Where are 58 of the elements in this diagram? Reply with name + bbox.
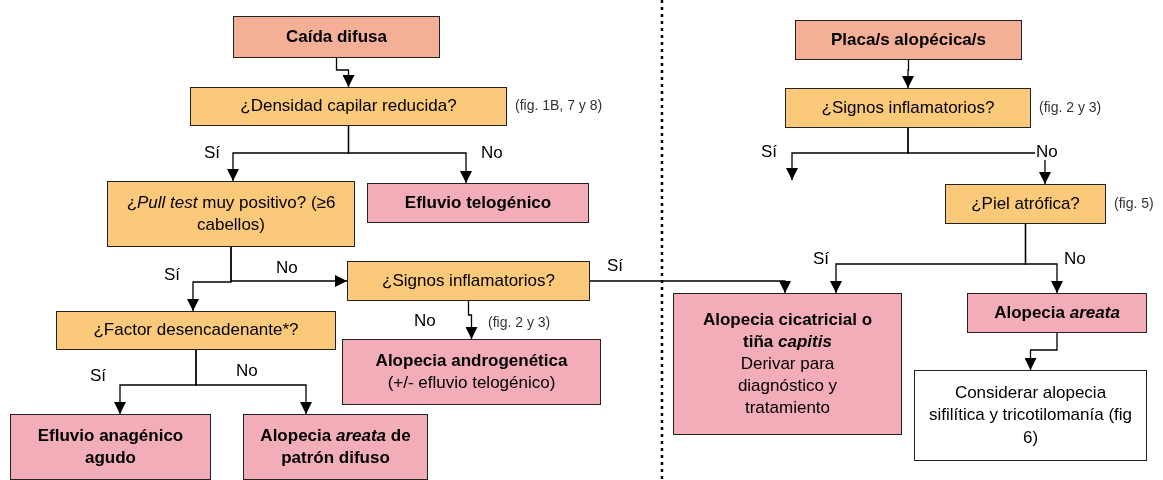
- box-title: Efluvio telogénico: [404, 191, 552, 214]
- box-title: Placa/s alopécica/s: [831, 28, 986, 51]
- box-title: ¿Signos inflamatorios?: [821, 96, 995, 119]
- box-title: ¿Densidad capilar reducida?: [240, 95, 457, 118]
- decision-box: [190, 87, 507, 126]
- box-title: Efluvio anagénico agudo: [36, 424, 185, 469]
- note-box: [914, 370, 1147, 461]
- figure-reference: (fig. 2 y 3): [488, 313, 551, 332]
- outcome-box: [673, 293, 902, 435]
- box-title: ¿Signos inflamatorios?: [382, 269, 555, 292]
- arrow: [230, 246, 348, 287]
- start-box: [233, 16, 440, 58]
- edge-label: No: [235, 362, 259, 379]
- box-title: Considerar alopecia sifilítica y tricotilomanía (fig 6): [927, 382, 1134, 449]
- figure-reference: (fig. 1B, 7 y 8): [515, 96, 603, 115]
- outcome-box: [342, 339, 601, 405]
- figure-reference: (fig. 5): [1114, 194, 1154, 213]
- outcome-box: [243, 414, 428, 480]
- box-title: Alopecia cicatricial o tiña capitis: [701, 308, 874, 353]
- start-box: [795, 20, 1022, 60]
- box-title: Alopecia androgenética: [375, 349, 568, 372]
- arrow: [1024, 223, 1063, 294]
- arrow: [907, 127, 1051, 185]
- box-title: ¿Factor desencadenante*?: [93, 319, 299, 342]
- decision-box: [785, 88, 1031, 128]
- arrow: [589, 280, 791, 294]
- box-title: ¿Pull test muy positivo? (≥6 cabellos): [125, 191, 337, 236]
- edge-label: Sí: [812, 250, 831, 267]
- box-text: (+/- efluvio telogénico): [387, 372, 556, 394]
- box-text: Derivar para diagnóstico y tratamiento: [736, 352, 839, 420]
- edge-label: Sí: [163, 266, 182, 283]
- arrow: [347, 125, 472, 184]
- decision-box: [945, 184, 1106, 224]
- outcome-box: [967, 293, 1147, 333]
- box-title: Alopecia areata: [994, 301, 1120, 324]
- figure-reference: (fig. 2 y 3): [1039, 98, 1102, 117]
- edge-label: No: [480, 144, 504, 161]
- decision-box: [107, 181, 355, 247]
- arrow: [335, 57, 355, 88]
- edge-label: Sí: [760, 143, 779, 160]
- arrow: [902, 59, 914, 89]
- edge-label: No: [1063, 250, 1087, 267]
- outcome-box: [10, 414, 211, 480]
- edge-label: No: [1035, 143, 1059, 160]
- box-title: Caída difusa: [285, 25, 388, 48]
- edge-label: No: [275, 259, 299, 276]
- outcome-box: [367, 183, 589, 223]
- edge-label: Sí: [203, 144, 222, 161]
- arrow: [195, 349, 312, 415]
- decision-box: [347, 261, 590, 301]
- box-title: Alopecia areata de patrón difuso: [259, 424, 412, 469]
- box-title: ¿Piel atrófica?: [971, 192, 1080, 215]
- edge-label: Sí: [89, 367, 108, 384]
- decision-box: [56, 311, 336, 350]
- edge-label: No: [413, 312, 437, 329]
- arrow: [1024, 332, 1058, 371]
- edge-label: Sí: [606, 257, 625, 274]
- arrow: [465, 300, 478, 340]
